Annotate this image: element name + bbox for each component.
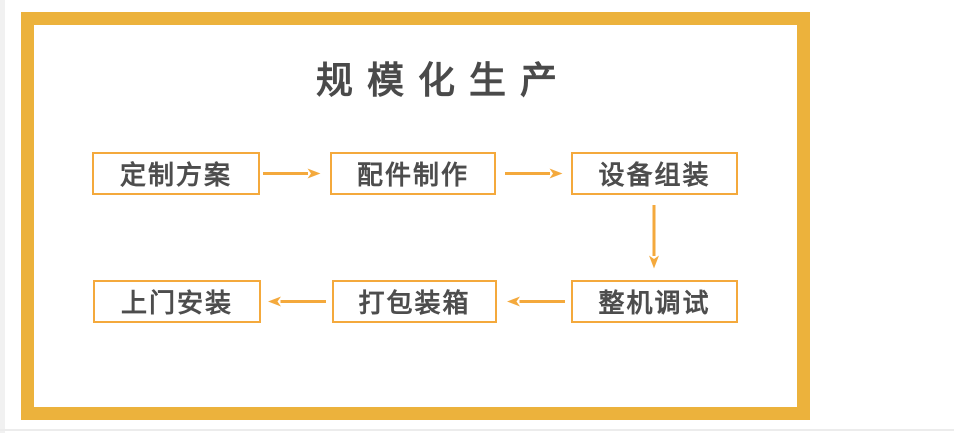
flow-node-onsite-installation: 上门安装	[93, 280, 261, 323]
flow-node-packing-boxing: 打包装箱	[332, 280, 497, 323]
flow-node-equipment-assembly: 设备组装	[571, 152, 738, 195]
page-bottom-divider	[0, 429, 954, 431]
diagram-title: 规模化生产	[316, 60, 571, 101]
flow-node-machine-debugging: 整机调试	[571, 280, 738, 323]
diagram-frame	[21, 12, 810, 420]
page-edge-strip	[0, 0, 5, 433]
flow-node-custom-plan: 定制方案	[92, 152, 260, 195]
flow-node-parts-fabrication: 配件制作	[330, 152, 496, 195]
